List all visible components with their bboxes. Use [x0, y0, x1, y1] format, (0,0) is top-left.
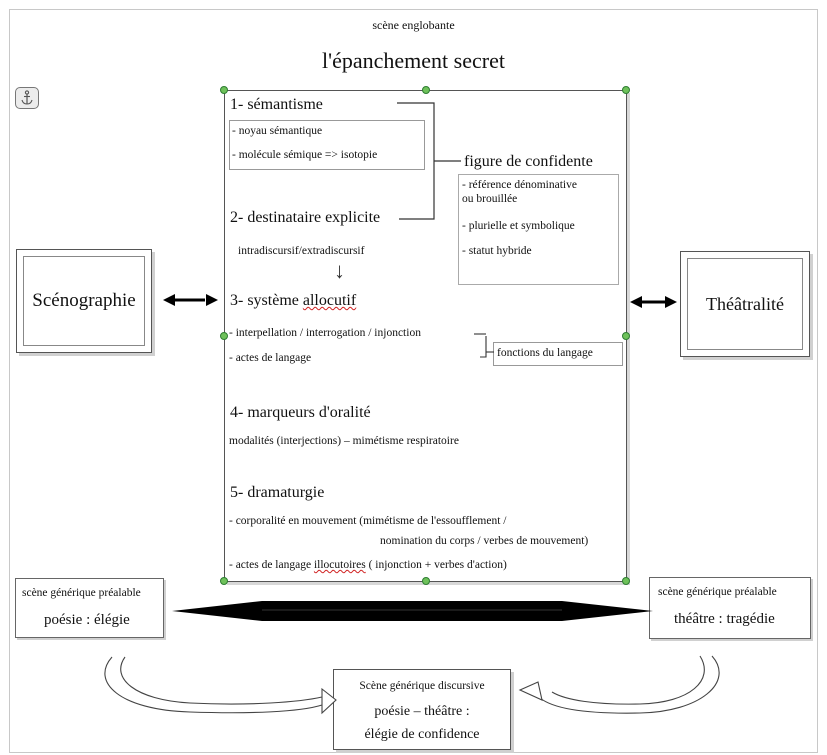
- resize-handle-top-left[interactable]: [220, 86, 228, 94]
- section-5-line-1: - corporalité en mouvement (mimétisme de…: [229, 515, 507, 527]
- confidente-heading: figure de confidente: [464, 153, 593, 170]
- discursive-line-1: poésie – théâtre :: [374, 704, 470, 719]
- section-4-sub: modalités (interjections) – mimétisme re…: [229, 435, 459, 447]
- prealable-left-label: scène générique préalable: [22, 587, 141, 599]
- discursive-label: Scène générique discursive: [359, 680, 485, 692]
- big-double-arrow: [172, 601, 653, 621]
- section-3-item-1: - interpellation / interrogation / injon…: [229, 327, 421, 339]
- section-5-heading: 5- dramaturgie: [230, 484, 325, 501]
- anchor-icon-glyph: [21, 90, 33, 105]
- section-5-line-3-word: illocutoires: [313, 559, 366, 571]
- scenographie-box: Scénographie: [16, 249, 152, 353]
- section-2-sub: intradiscursif/extradiscursif: [238, 245, 365, 257]
- section-5-line-3-prefix: - actes de langage: [229, 559, 314, 571]
- section-2-heading: 2- destinataire explicite: [230, 209, 381, 226]
- prealable-left-value: poésie : élégie: [44, 612, 130, 628]
- curved-arrow-left: [104, 656, 337, 715]
- theatralite-label: Théâtralité: [706, 293, 784, 314]
- confidente-item-2: - plurielle et symbolique: [462, 220, 575, 232]
- fonctions-label: fonctions du langage: [497, 347, 593, 359]
- scenographie-inner: Scénographie: [23, 256, 145, 346]
- theatralite-inner: Théâtralité: [687, 258, 803, 350]
- prealable-left-box: scène générique préalable poésie : élégi…: [15, 578, 164, 638]
- semantic-box: [229, 120, 425, 170]
- bracket-connector: [397, 102, 461, 220]
- discursive-box: Scène générique discursive poésie – théâ…: [333, 669, 511, 750]
- down-arrow-icon: ↓: [334, 258, 345, 283]
- resize-handle-bottom-right[interactable]: [622, 577, 630, 585]
- prealable-right-box: scène générique préalable théâtre : trag…: [649, 577, 811, 639]
- resize-handle-bottom[interactable]: [422, 577, 430, 585]
- fonctions-connector: [474, 333, 494, 358]
- fonctions-box: [493, 342, 623, 366]
- semantic-item-1: - noyau sémantique: [232, 125, 323, 137]
- section-3-heading-prefix: 3- système: [230, 292, 303, 309]
- section-3-item-2: - actes de langage: [229, 352, 312, 364]
- section-3-heading-word: allocutif: [302, 292, 357, 309]
- semantic-item-2: - molécule sémique => isotopie: [232, 149, 378, 161]
- outer-frame: [9, 9, 818, 753]
- prealable-right-label: scène générique préalable: [658, 586, 777, 598]
- prealable-right-value: théâtre : tragédie: [674, 611, 775, 627]
- discursive-line-2: élégie de confidence: [364, 727, 480, 742]
- scenographie-label: Scénographie: [32, 290, 136, 311]
- confidente-item-3: - statut hybride: [462, 245, 532, 257]
- section-5-line-2: nomination du corps / verbes de mouvemen…: [380, 535, 589, 547]
- resize-handle-left[interactable]: [220, 332, 228, 340]
- section-4-heading: 4- marqueurs d'oralité: [230, 404, 371, 421]
- double-arrow-left: [163, 294, 218, 306]
- resize-handle-top-right[interactable]: [622, 86, 630, 94]
- resize-handle-bottom-left[interactable]: [220, 577, 228, 585]
- curved-arrow-right: [518, 655, 720, 714]
- section-5-line-3-suffix: ( injonction + verbes d'action): [365, 559, 507, 571]
- section-5-line-3: - actes de langage illocutoires ( injonc…: [229, 559, 507, 571]
- central-text-frame[interactable]: [220, 86, 630, 585]
- section-3-heading: 3- système allocutif: [230, 292, 356, 310]
- scene-englobante-label: scène englobante: [372, 18, 455, 32]
- resize-handle-right[interactable]: [622, 332, 630, 340]
- resize-handle-top[interactable]: [422, 86, 430, 94]
- anchor-icon[interactable]: [15, 87, 39, 109]
- confidente-item-1: - référence dénominative: [462, 179, 577, 191]
- double-arrow-right: [630, 296, 677, 308]
- theatralite-box: Théâtralité: [680, 251, 810, 357]
- confidente-item-1b: ou brouillée: [462, 193, 518, 205]
- diagram-title: l'épanchement secret: [322, 48, 505, 73]
- confidente-box: [458, 174, 619, 285]
- section-1-heading: 1- sémantisme: [230, 96, 323, 113]
